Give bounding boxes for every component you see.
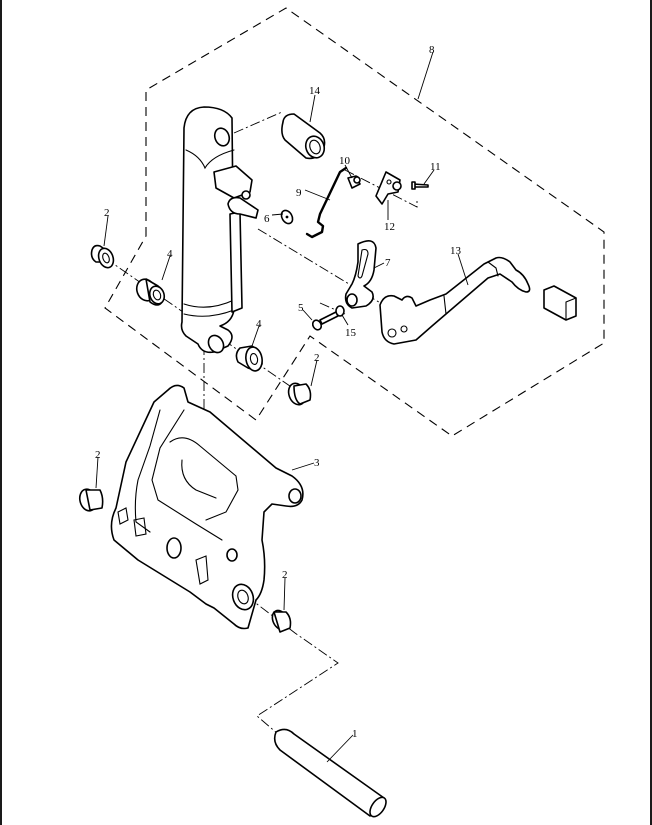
callout-2-lower-right: 2: [282, 569, 288, 581]
spring-washer-part[interactable]: [335, 305, 345, 317]
swivel-bracket-part[interactable]: [110, 384, 304, 630]
callout-12: 12: [384, 221, 395, 233]
pin-shaft-part[interactable]: [273, 728, 390, 819]
flange-bolt-upper-left[interactable]: [90, 244, 116, 270]
alignment-line-collar: [233, 111, 283, 134]
tilt-lever-part[interactable]: [379, 256, 531, 345]
leader-lines: [95, 51, 469, 763]
pin-part[interactable]: [411, 181, 429, 190]
callout-4-upper: 4: [167, 248, 173, 260]
assembly-boundary-dashed: [104, 7, 605, 437]
callout-1: 1: [352, 728, 358, 740]
callout-14: 14: [309, 85, 321, 97]
callout-10: 10: [339, 155, 351, 167]
callout-6: 6: [264, 213, 270, 225]
alignment-line-arm: [344, 169, 418, 208]
callout-13: 13: [450, 245, 462, 257]
washer-part[interactable]: [279, 208, 295, 225]
tilt-lock-plate-part[interactable]: [344, 240, 377, 309]
callout-3: 3: [314, 457, 320, 469]
callout-11: 11: [430, 161, 441, 173]
tilt-cylinder[interactable]: [180, 106, 259, 355]
alignment-line-bushings: [104, 257, 301, 394]
collar-part[interactable]: [281, 113, 327, 160]
callout-labels: 8 14 10 11 9 6 12 7 13 5 15 2 4 4 2 2 3 …: [95, 44, 462, 740]
clip-part[interactable]: [347, 175, 361, 189]
lock-arm-part[interactable]: [375, 171, 402, 205]
callout-7: 7: [385, 257, 391, 269]
screw-part[interactable]: [311, 311, 339, 331]
flange-bolt-lower-left[interactable]: [77, 487, 104, 512]
callout-9: 9: [296, 187, 302, 199]
bushing-upper-part[interactable]: [134, 277, 167, 306]
bushing-lower-part[interactable]: [235, 345, 264, 372]
callout-5: 5: [298, 302, 304, 314]
grip-block-part[interactable]: [543, 285, 577, 321]
callout-2-mid: 2: [314, 352, 320, 364]
callout-15: 15: [345, 327, 357, 339]
callout-4-lower: 4: [256, 318, 262, 330]
alignment-line-pin: [231, 584, 339, 735]
callout-8: 8: [429, 44, 435, 56]
flange-bolt-lower-right[interactable]: [269, 608, 292, 633]
callout-2-lower-left: 2: [95, 449, 101, 461]
callout-2-upper-left: 2: [104, 207, 110, 219]
lock-rod-part[interactable]: [305, 166, 348, 239]
flange-bolt-mid[interactable]: [286, 381, 312, 407]
